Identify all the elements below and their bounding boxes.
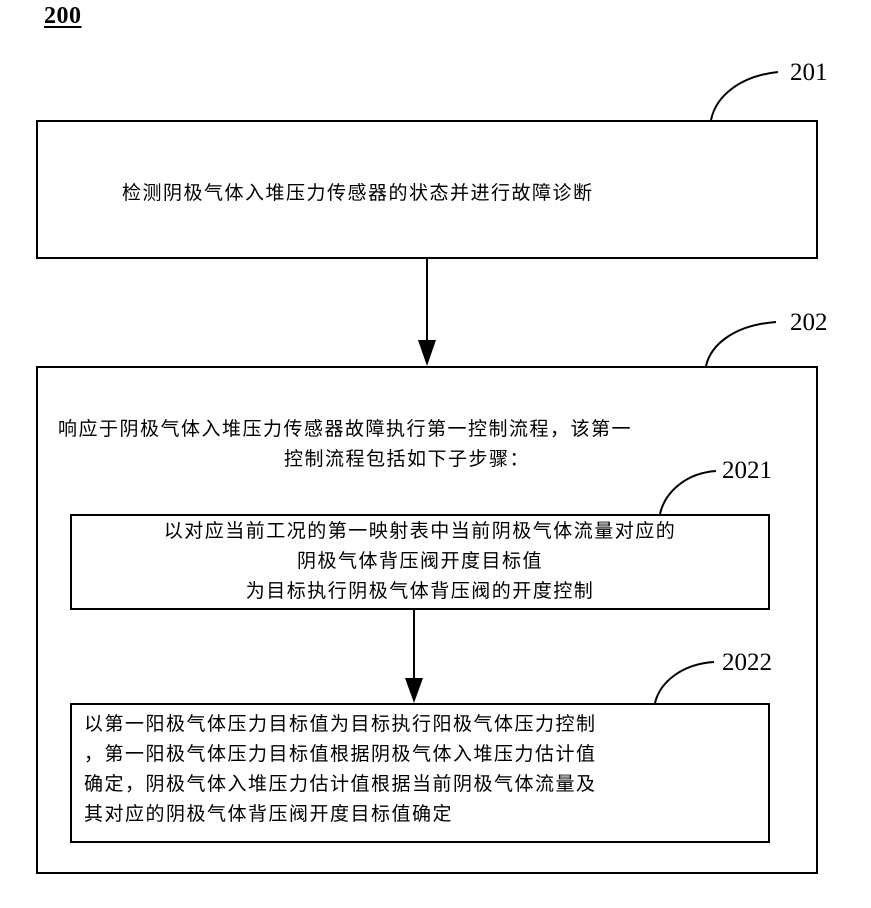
step-2021-line-1: 以对应当前工况的第一映射表中当前阴极气体流量对应的 xyxy=(72,516,768,546)
step-2021-ref-label: 2021 xyxy=(722,458,772,483)
arrow-201-to-202-head xyxy=(418,340,436,366)
step-2022-line-2: ，第一阳极气体压力目标值根据阴极气体入堆压力估计值 xyxy=(84,739,597,769)
step-2022-text: 以第一阳极气体压力目标值为目标执行阳极气体压力控制 ，第一阳极气体压力目标值根据… xyxy=(84,709,597,829)
figure-number: 200 xyxy=(44,3,82,30)
step-201-text: 检测阴极气体入堆压力传感器的状态并进行故障诊断 xyxy=(122,178,594,208)
step-202-line-2: 控制流程包括如下子步骤： xyxy=(284,444,530,474)
step-2021-box: 以对应当前工况的第一映射表中当前阴极气体流量对应的 阴极气体背压阀开度目标值 为… xyxy=(70,514,770,610)
step-2022-ref-label: 2022 xyxy=(722,650,772,675)
step-202-leader-curve xyxy=(706,322,776,366)
step-201-leader-curve xyxy=(711,72,778,120)
step-2021-line-3: 为目标执行阴极气体背压阀的开度控制 xyxy=(72,576,768,606)
step-2021-text: 以对应当前工况的第一映射表中当前阴极气体流量对应的 阴极气体背压阀开度目标值 为… xyxy=(72,516,768,606)
step-2022-line-3: 确定，阴极气体入堆压力估计值根据当前阴极气体流量及 xyxy=(84,769,597,799)
step-2021-line-2: 阴极气体背压阀开度目标值 xyxy=(72,546,768,576)
step-201-ref-label: 201 xyxy=(790,60,828,85)
step-2022-line-1: 以第一阳极气体压力目标值为目标执行阳极气体压力控制 xyxy=(84,709,597,739)
step-2022-line-4: 其对应的阴极气体背压阀开度目标值确定 xyxy=(84,799,597,829)
step-201-box: 检测阴极气体入堆压力传感器的状态并进行故障诊断 xyxy=(36,120,818,259)
step-202-ref-label: 202 xyxy=(790,310,828,335)
step-202-line-1: 响应于阴极气体入堆压力传感器故障执行第一控制流程，该第一 xyxy=(58,414,632,444)
step-2022-box: 以第一阳极气体压力目标值为目标执行阳极气体压力控制 ，第一阳极气体压力目标值根据… xyxy=(70,703,770,843)
